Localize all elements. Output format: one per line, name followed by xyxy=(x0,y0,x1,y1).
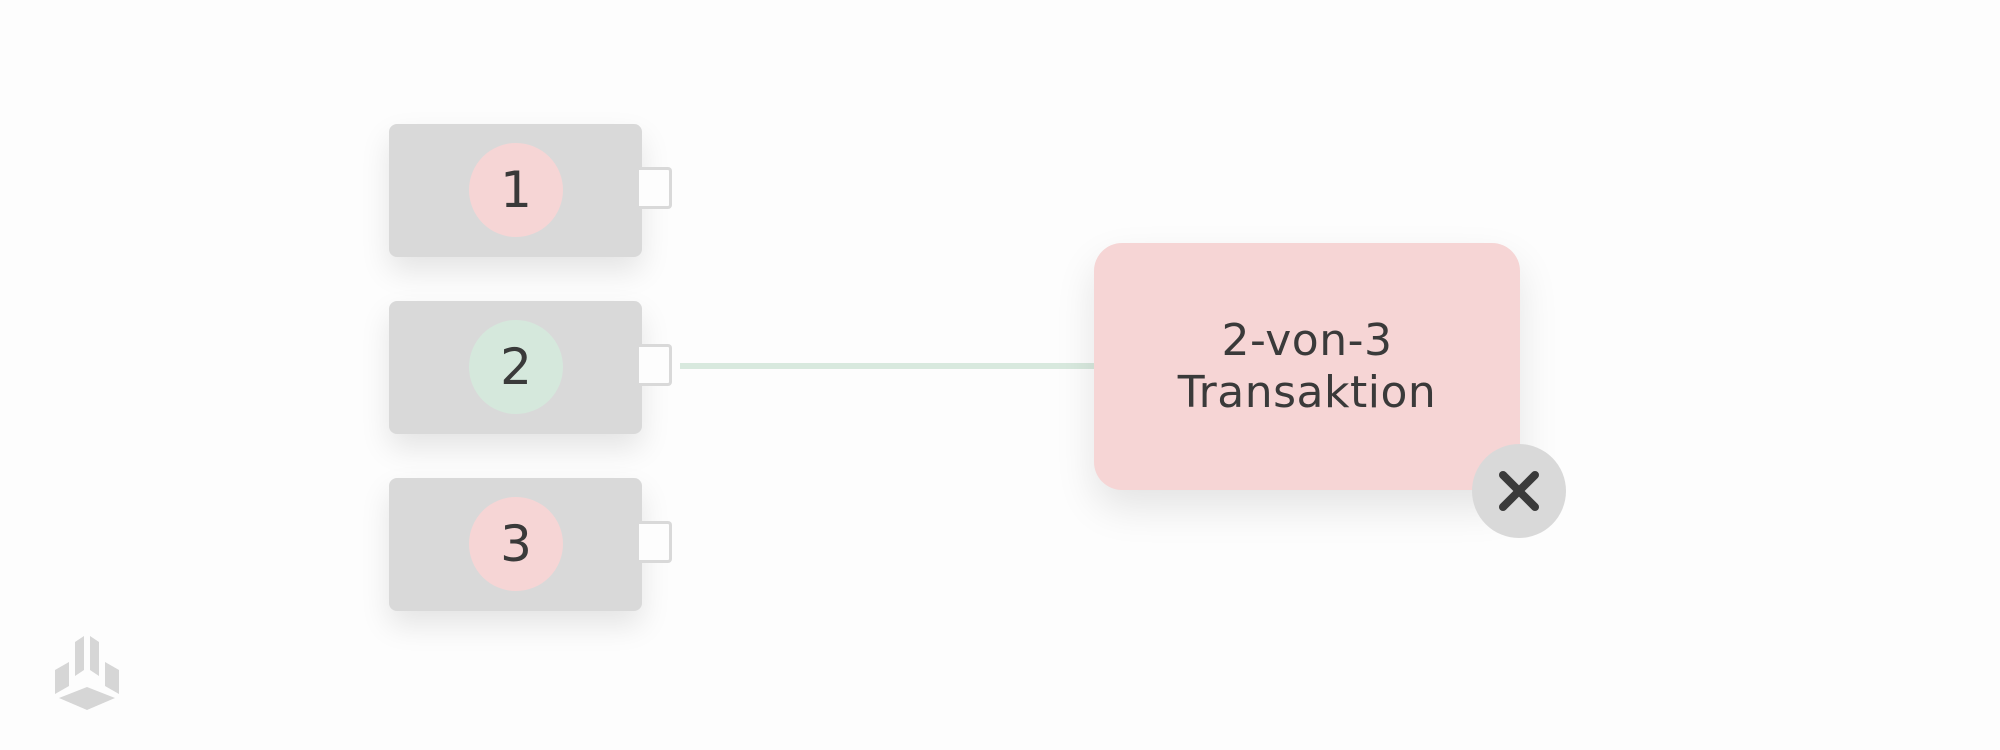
key-number-badge: 2 xyxy=(469,320,563,414)
close-icon xyxy=(1499,471,1539,511)
key-number-badge: 1 xyxy=(469,143,563,237)
rejected-status-badge xyxy=(1472,444,1566,538)
transaction-title-line2: Transaktion xyxy=(1177,366,1437,418)
hardware-key-2: 2 xyxy=(389,301,672,434)
key-connector-plug xyxy=(639,344,672,386)
transaction-title-line1: 2-von-3 xyxy=(1221,314,1393,366)
key-connector-plug xyxy=(639,167,672,209)
key-number-badge: 3 xyxy=(469,497,563,591)
transaction-box: 2-von-3 Transaktion xyxy=(1094,243,1520,490)
hardware-key-3: 3 xyxy=(389,478,672,611)
hardware-key-1: 1 xyxy=(389,124,672,257)
signature-connector-line xyxy=(680,363,1095,369)
brand-logo-icon xyxy=(55,636,119,710)
key-connector-plug xyxy=(639,521,672,563)
